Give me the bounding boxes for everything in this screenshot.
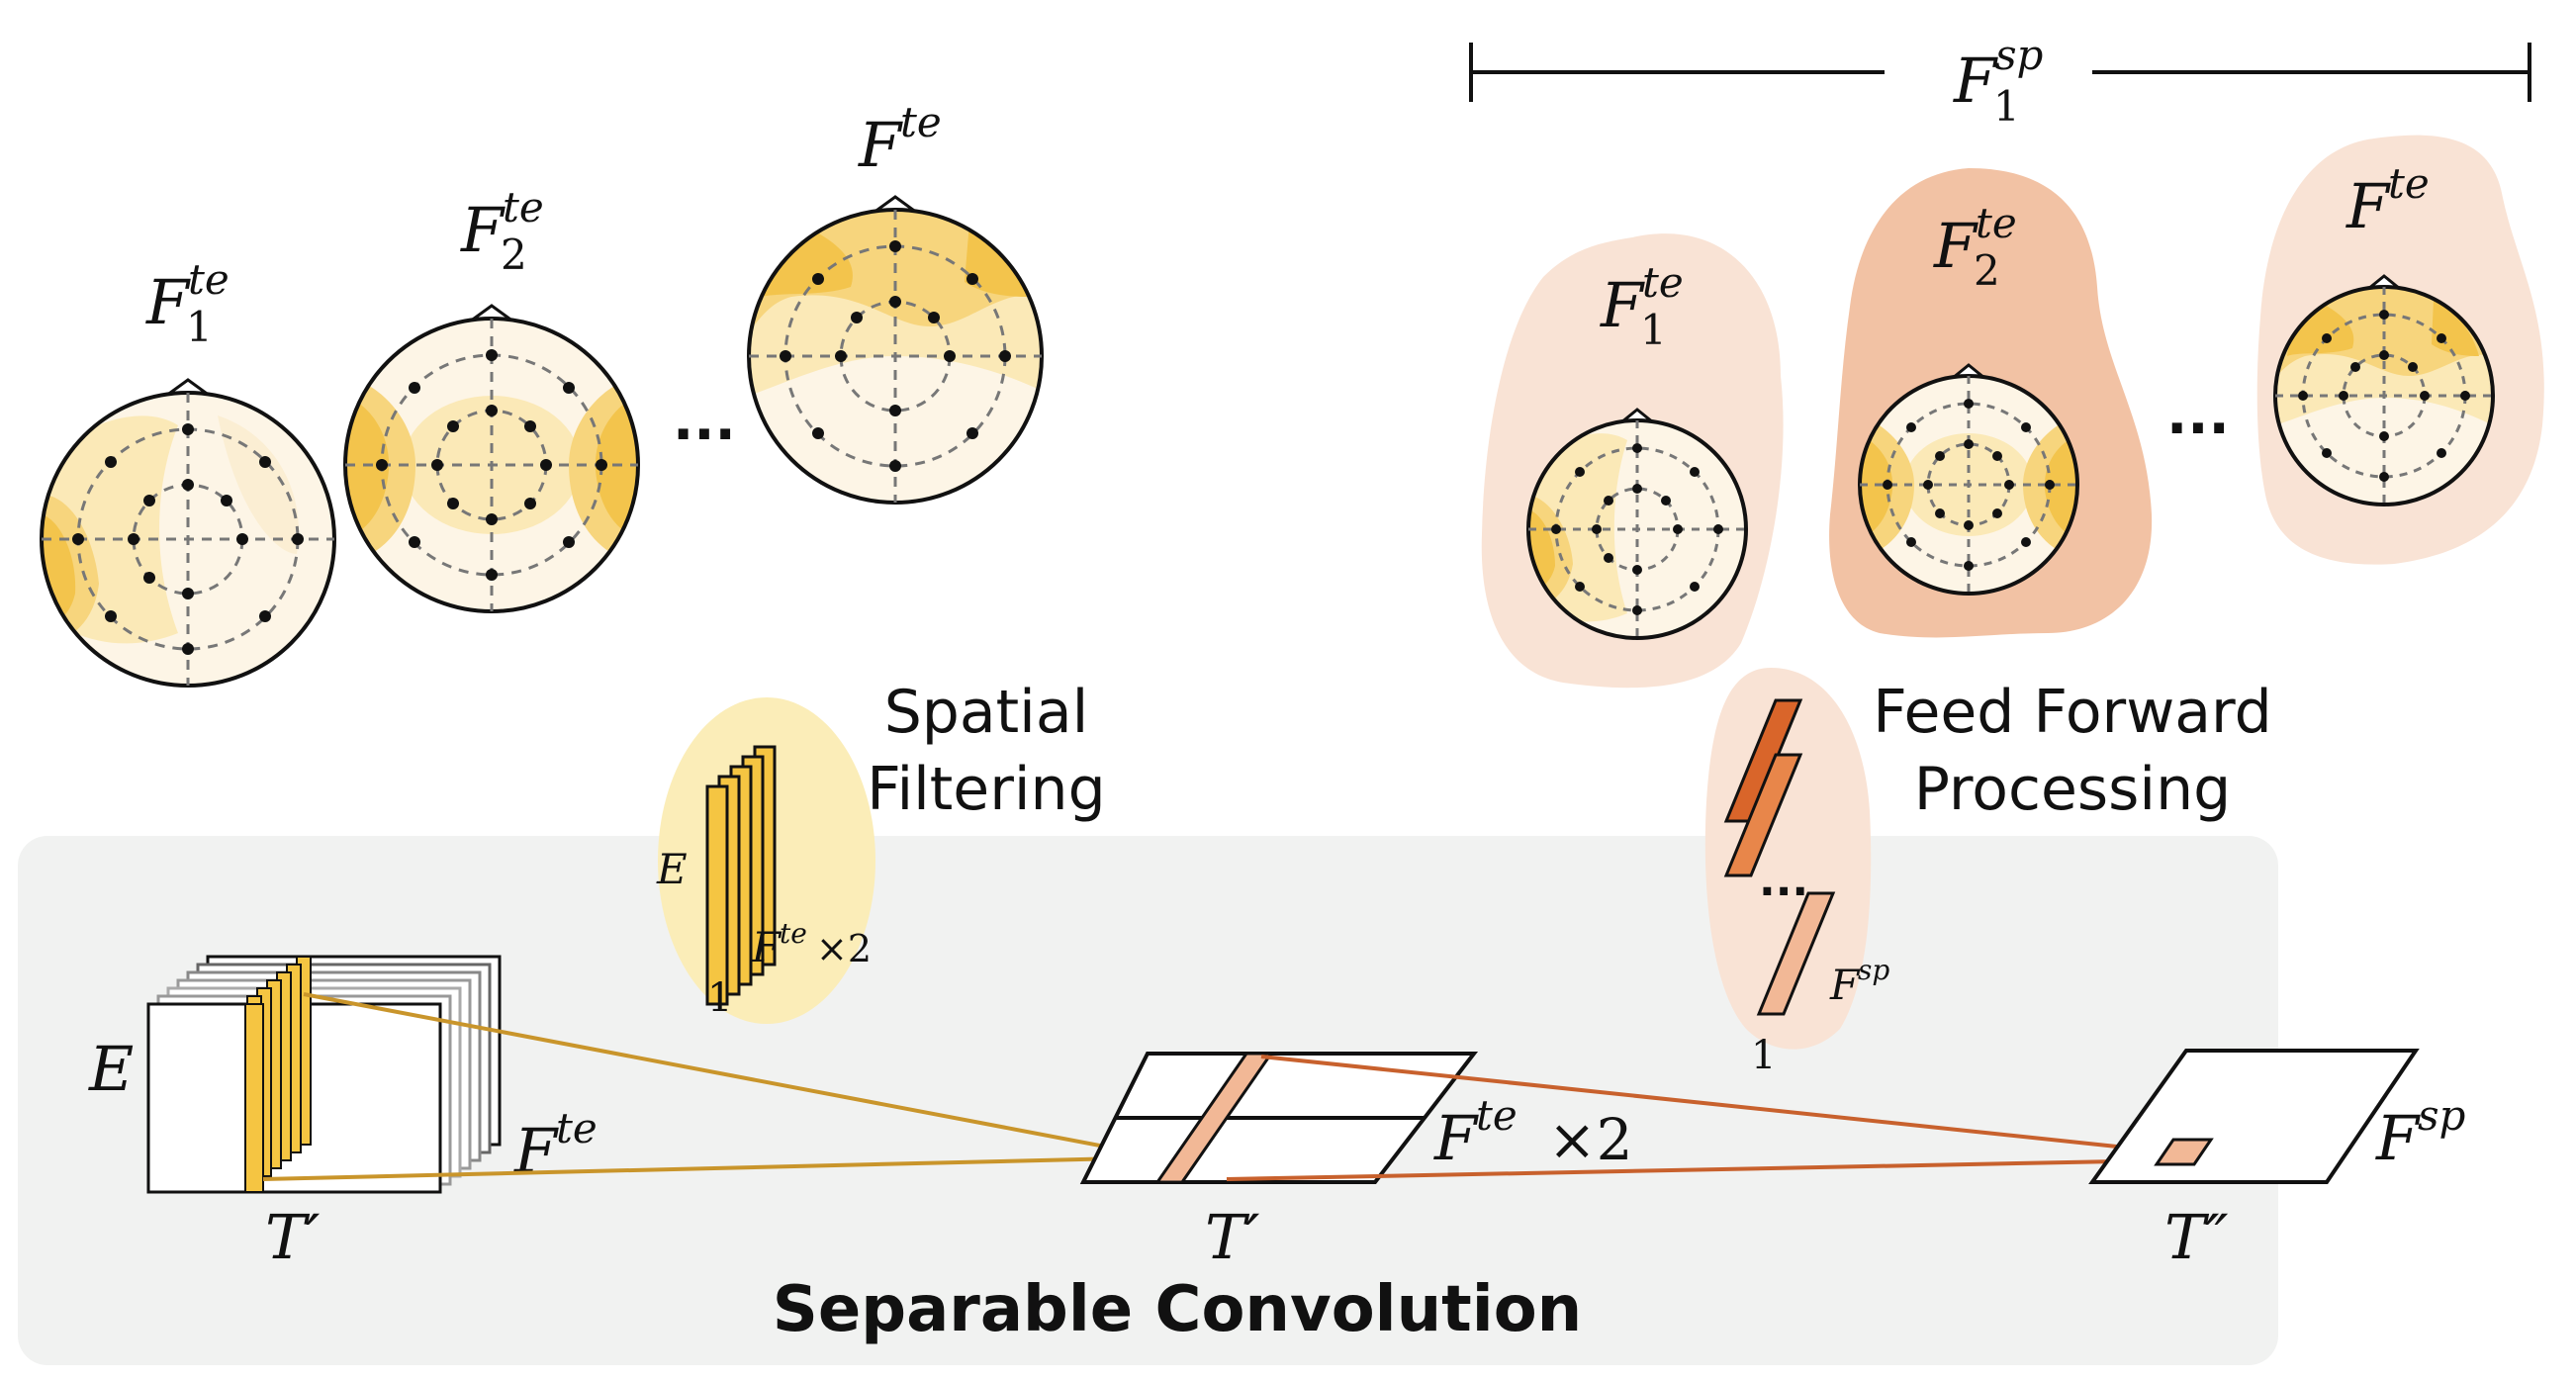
svg-text:F: F (145, 266, 191, 338)
input-t-prime-label: T′ (265, 1201, 320, 1273)
label-blob-f2-te: F te 2 (1933, 199, 2017, 295)
label-f1-te: F te 1 (145, 255, 230, 351)
spatial-e-label: E (656, 845, 688, 893)
feed-forward-one-label: 1 (1751, 1033, 1776, 1078)
svg-text:F: F (751, 923, 782, 971)
f1-sp-bracket (1469, 43, 2531, 102)
svg-text:sp: sp (2418, 1091, 2465, 1140)
svg-text:1: 1 (1640, 306, 1667, 354)
svg-text:te: te (2388, 159, 2430, 208)
output-t-double-prime-label: T″ (2164, 1201, 2229, 1273)
svg-text:te: te (503, 183, 544, 231)
scalp-map-f-te (747, 195, 1044, 505)
svg-text:2: 2 (1974, 246, 2000, 295)
input-kernel-slices (244, 956, 312, 1193)
svg-text:F: F (1600, 269, 1645, 341)
label-blob-f1-te: F te 1 (1600, 258, 1684, 354)
ellipsis-top-right: ... (2166, 383, 2230, 447)
feed-forward-dim-label: F sp (1829, 954, 1889, 1009)
svg-text:F: F (1933, 210, 1978, 282)
svg-text:×2: ×2 (816, 927, 872, 970)
svg-text:te: te (1476, 1091, 1518, 1140)
spatial-one-label: 1 (707, 975, 732, 1021)
svg-text:F: F (1433, 1102, 1479, 1174)
scalp-map-f1-te (40, 378, 336, 688)
svg-text:te: te (1976, 199, 2017, 247)
middle-t-prime-label: T′ (1205, 1201, 1259, 1273)
scalp-map-small-f1 (1526, 408, 1748, 640)
input-e-label: E (88, 1033, 134, 1105)
feed-forward-ellipsis: ... (1759, 856, 1808, 906)
feed-forward-blob (1704, 668, 1872, 1050)
input-depth-label: F te (513, 1104, 598, 1187)
svg-text:1: 1 (186, 303, 213, 351)
svg-text:F: F (513, 1115, 559, 1187)
input-tensor-stack (146, 955, 502, 1194)
label-blob-f-te: F te (2346, 159, 2430, 242)
middle-dim-label: F te ×2 (1433, 1091, 1633, 1174)
svg-text:F: F (1829, 961, 1861, 1009)
output-kernel-patch (2154, 1138, 2214, 1166)
feed-forward-title-2: Processing (1914, 755, 2231, 824)
svg-text:F: F (2346, 170, 2391, 242)
svg-text:te: te (1642, 258, 1684, 307)
spatial-filter-stack (705, 745, 777, 1006)
middle-kernel-strip (1154, 1052, 1274, 1184)
svg-text:te: te (556, 1104, 598, 1152)
ellipsis-top-left: ... (673, 389, 736, 453)
connection-lines-gold (262, 992, 1163, 1181)
svg-text:×2: ×2 (1548, 1106, 1633, 1173)
feed-forward-title-1: Feed Forward (1873, 678, 2272, 747)
svg-text:sp: sp (1995, 31, 2043, 79)
connection-lines-rust (1226, 1055, 2167, 1181)
spatial-filtering-title-2: Filtering (867, 755, 1105, 824)
svg-text:F: F (460, 194, 506, 266)
svg-text:F: F (2375, 1102, 2421, 1174)
scalp-map-small-f2 (1858, 363, 2079, 596)
svg-text:te: te (900, 98, 942, 146)
label-f-te: F te (858, 98, 942, 181)
label-f1-sp: F sp 1 (1953, 31, 2043, 131)
section-title: Separable Convolution (773, 1273, 1582, 1346)
spatial-filtering-title-1: Spatial (884, 678, 1089, 747)
label-f2-te: F te 2 (460, 183, 544, 279)
feed-forward-weights (1723, 698, 1836, 1016)
svg-text:te: te (780, 917, 807, 950)
output-dim-label: F sp (2375, 1091, 2465, 1174)
svg-text:1: 1 (1993, 82, 2020, 131)
svg-text:sp: sp (1858, 954, 1889, 986)
svg-text:F: F (858, 109, 903, 181)
scalp-map-small-f-te (2273, 274, 2495, 506)
scalp-map-f2-te (343, 304, 640, 613)
svg-text:F: F (1953, 45, 1998, 117)
spatial-dim-label: F te ×2 (751, 917, 872, 971)
svg-text:2: 2 (501, 230, 527, 279)
svg-text:te: te (188, 255, 230, 304)
